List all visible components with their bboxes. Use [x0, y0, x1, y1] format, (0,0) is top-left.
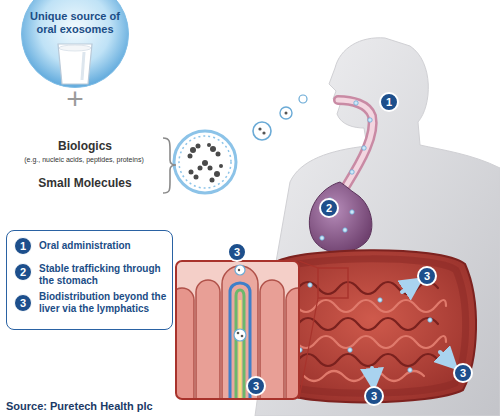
circle-shape [365, 387, 383, 405]
callout-circle: 3 [364, 386, 384, 406]
callout-number: 3 [246, 376, 266, 396]
step-text: Stable trafficking through the stomach [39, 263, 169, 287]
step-circle: 1 [14, 237, 32, 255]
body-silhouette [255, 38, 500, 416]
callout-circle: 3 [453, 363, 473, 383]
glass-shade [82, 52, 84, 80]
step-number: 2 [14, 263, 32, 281]
cargo-examples: (e.g., nucleic acids, peptides, proteins… [3, 155, 165, 164]
callout-circle: 3 [227, 242, 247, 262]
step-circle: 2 [14, 263, 32, 281]
step-text: Oral administration [39, 240, 169, 252]
callout-circle: 1 [379, 92, 399, 112]
villi [176, 265, 299, 399]
circle-shape [22, 0, 129, 88]
cargo-label: Biologics [10, 139, 160, 153]
source-title: Unique source of oral exosomes [27, 10, 123, 36]
source-circle: Unique source of oral exosomes [21, 0, 129, 88]
step-number: 3 [14, 294, 32, 312]
zoom-square [318, 268, 348, 298]
callout-number: 3 [364, 386, 384, 406]
zoom-line [299, 261, 318, 268]
callout-circle: 2 [319, 198, 339, 218]
circle-shape [380, 93, 398, 111]
circle-shape [418, 267, 436, 285]
circle-shape [454, 364, 472, 382]
callout-circle: 3 [417, 266, 437, 286]
callout-number: 3 [227, 242, 247, 262]
callout-number: 3 [417, 266, 437, 286]
milk-glass [58, 44, 92, 84]
esophagus [338, 100, 373, 186]
circle-shape [228, 243, 246, 261]
milk-surface [59, 45, 91, 51]
colon [279, 259, 466, 393]
circle-shape [15, 238, 32, 255]
cargo-label: Small Molecules [10, 176, 160, 190]
brace [163, 138, 176, 193]
villi-inset-border [176, 261, 299, 399]
exosome-icons [174, 95, 307, 193]
callout-circle: 3 [246, 376, 266, 396]
step-circle: 3 [14, 294, 32, 312]
circle-shape [247, 377, 265, 395]
step-text: Biodistribution beyond the liver via the… [39, 291, 169, 315]
step-number: 1 [14, 237, 32, 255]
circle-shape [15, 295, 32, 312]
plus-sign: + [55, 84, 95, 114]
callout-number: 3 [453, 363, 473, 383]
source-caption: Source: Puretech Health plc [6, 400, 306, 413]
circle-shape [320, 199, 338, 217]
legend-box: Oral administrationStable trafficking th… [6, 230, 173, 330]
zoom-line [299, 298, 318, 399]
callout-number: 1 [379, 92, 399, 112]
exosome-dots [298, 101, 432, 372]
circle-shape [15, 264, 32, 281]
stomach [309, 182, 372, 252]
callout-number: 2 [319, 198, 339, 218]
esophagus-inner [338, 100, 373, 186]
